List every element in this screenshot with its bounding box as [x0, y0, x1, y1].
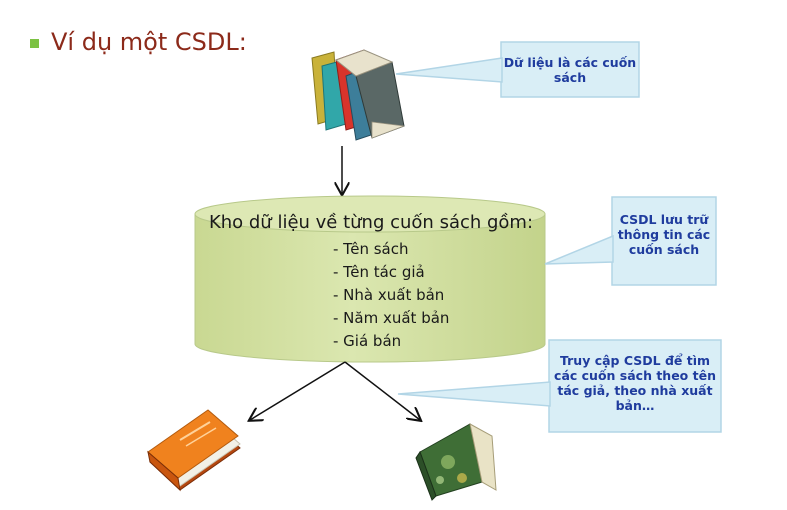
callout-access — [397, 339, 722, 433]
slide-title-text: Ví dụ một CSDL: — [51, 28, 247, 56]
callout-books — [395, 41, 640, 98]
slide-title: Ví dụ một CSDL: — [30, 28, 247, 56]
book-stack-icon — [311, 49, 405, 141]
database-item: - Nhà xuất bản — [333, 286, 445, 304]
database-item: - Năm xuất bản — [333, 309, 450, 327]
database-items: - Tên sách - Tên tác giả - Nhà xuất bản … — [333, 238, 449, 353]
callout-books-text: Dữ liệu là các cuốn sách — [503, 55, 637, 85]
orange-book-icon — [147, 409, 241, 492]
database-item: - Tên sách — [333, 240, 409, 258]
arrow-db-to-orange-book — [250, 361, 346, 420]
database-item: - Tên tác giả — [333, 263, 425, 281]
database-item: - Giá bán — [333, 332, 402, 350]
database-cylinder — [194, 195, 546, 363]
arrow-db-to-green-book — [344, 361, 420, 420]
bullet-square-icon — [30, 38, 39, 48]
callout-storage-text: CSDL lưu trữ thông tin các cuốn sách — [617, 212, 711, 257]
green-book-icon — [415, 423, 497, 501]
callout-access-text: Truy cập CSDL để tìm các cuốn sách theo … — [554, 353, 716, 413]
callout-storage — [544, 196, 717, 286]
database-title: Kho dữ liệu về từng cuốn sách gồm: — [208, 212, 534, 233]
